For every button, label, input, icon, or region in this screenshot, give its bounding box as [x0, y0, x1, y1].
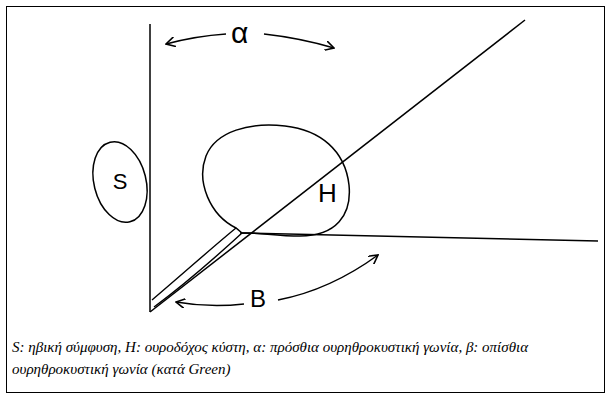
- urethra-wall: [152, 228, 236, 300]
- angle-arc: [166, 34, 226, 44]
- urethra-wall: [154, 233, 242, 307]
- figure-caption: S: ηβική σύμφυση, H: ουροδόχος κύστη, α:…: [12, 336, 598, 380]
- angle-arc: [278, 255, 378, 300]
- urinary-bladder: H: [194, 118, 354, 242]
- angle-arc: [176, 302, 244, 306]
- urethra-axis-line: [150, 20, 525, 312]
- bladder-outline: [203, 125, 350, 236]
- vertical-axis-line: [149, 24, 151, 312]
- bladder-base-line: [240, 233, 598, 241]
- angle-arc: [264, 34, 334, 48]
- angle-label: α: [231, 18, 248, 48]
- frame: [7, 7, 605, 393]
- part-letter: S: [113, 171, 128, 193]
- part-letter: H: [318, 180, 337, 206]
- pubic-symphysis-outline: [85, 136, 155, 228]
- angle-label: B: [250, 287, 266, 311]
- pubic-symphysis: S: [88, 138, 152, 226]
